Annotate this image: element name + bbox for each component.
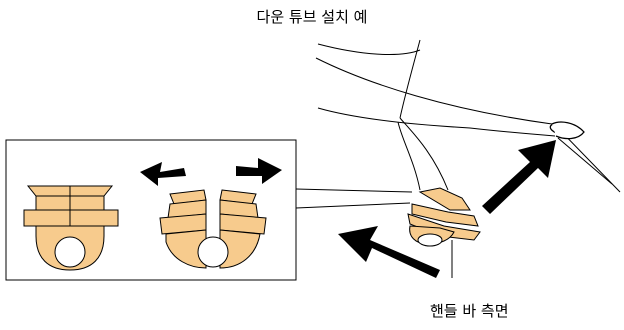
callout-line-bottom	[295, 202, 411, 209]
handlebar-sketch	[315, 39, 621, 278]
arrow-up-right	[482, 140, 556, 214]
clip-opened	[159, 189, 267, 269]
callout-line-top	[295, 188, 413, 193]
spread-arrow-left	[140, 162, 186, 186]
diagram-title: 다운 튜브 설치 예	[256, 8, 368, 26]
mounted-clip	[407, 187, 481, 247]
spread-arrow-right	[236, 158, 282, 184]
handlebar-side-label: 핸들 바 측면	[430, 302, 509, 320]
tube-end	[549, 121, 585, 140]
clip-closed	[23, 185, 119, 271]
arrow-up-left	[338, 226, 440, 278]
